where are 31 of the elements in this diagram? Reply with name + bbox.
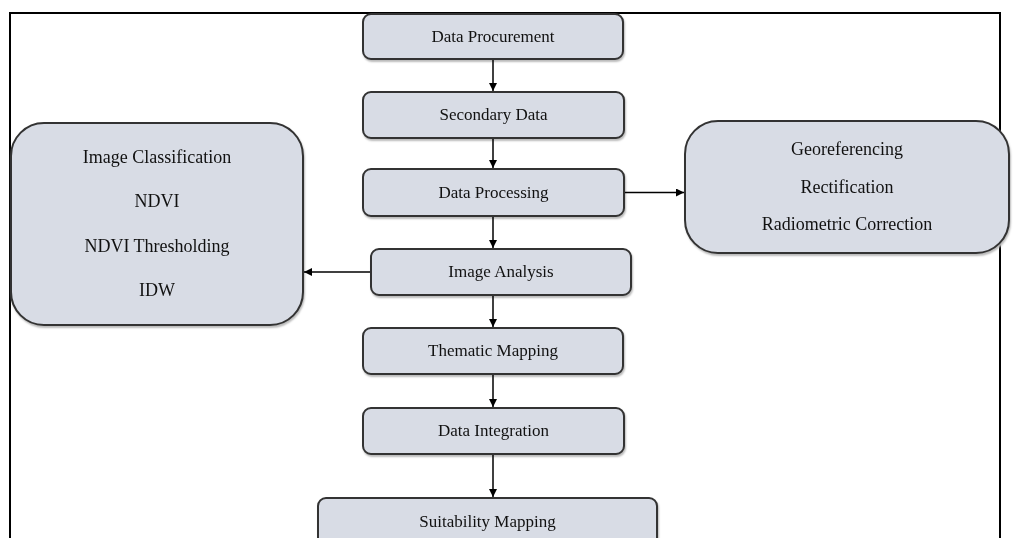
process-box — [370, 248, 632, 296]
box-text: Image Analysis — [448, 262, 554, 282]
box-text: NDVI Thresholding — [84, 235, 230, 257]
arrow — [489, 138, 497, 169]
box-text: Data Procurement — [431, 26, 555, 47]
box-text: IDW — [139, 279, 175, 301]
arrow — [489, 295, 497, 328]
list-box — [684, 120, 1010, 254]
process-box — [362, 168, 625, 217]
arrow — [489, 59, 497, 92]
arrow — [624, 188, 685, 197]
box-text: Rectification — [800, 176, 894, 198]
box-text: NDVI — [134, 191, 180, 213]
box-text: Georeferencing — [791, 138, 903, 160]
box-text: Secondary Data — [439, 105, 548, 125]
process-box — [362, 407, 625, 455]
arrow — [489, 374, 497, 408]
box-text: Data Processing — [438, 182, 549, 203]
arrow — [489, 216, 497, 249]
arrow — [489, 454, 497, 498]
box-text: Image Classification — [82, 147, 232, 169]
arrow — [303, 268, 371, 276]
box-text: Thematic Mapping — [428, 341, 558, 361]
box-text: Suitability Mapping — [419, 512, 556, 532]
list-box — [10, 122, 304, 326]
box-text: Data Integration — [438, 421, 549, 441]
process-box — [362, 327, 624, 375]
box-text: Radiometric Correction — [761, 214, 933, 236]
process-box — [362, 91, 625, 139]
process-box — [317, 497, 658, 538]
process-box — [362, 13, 624, 60]
